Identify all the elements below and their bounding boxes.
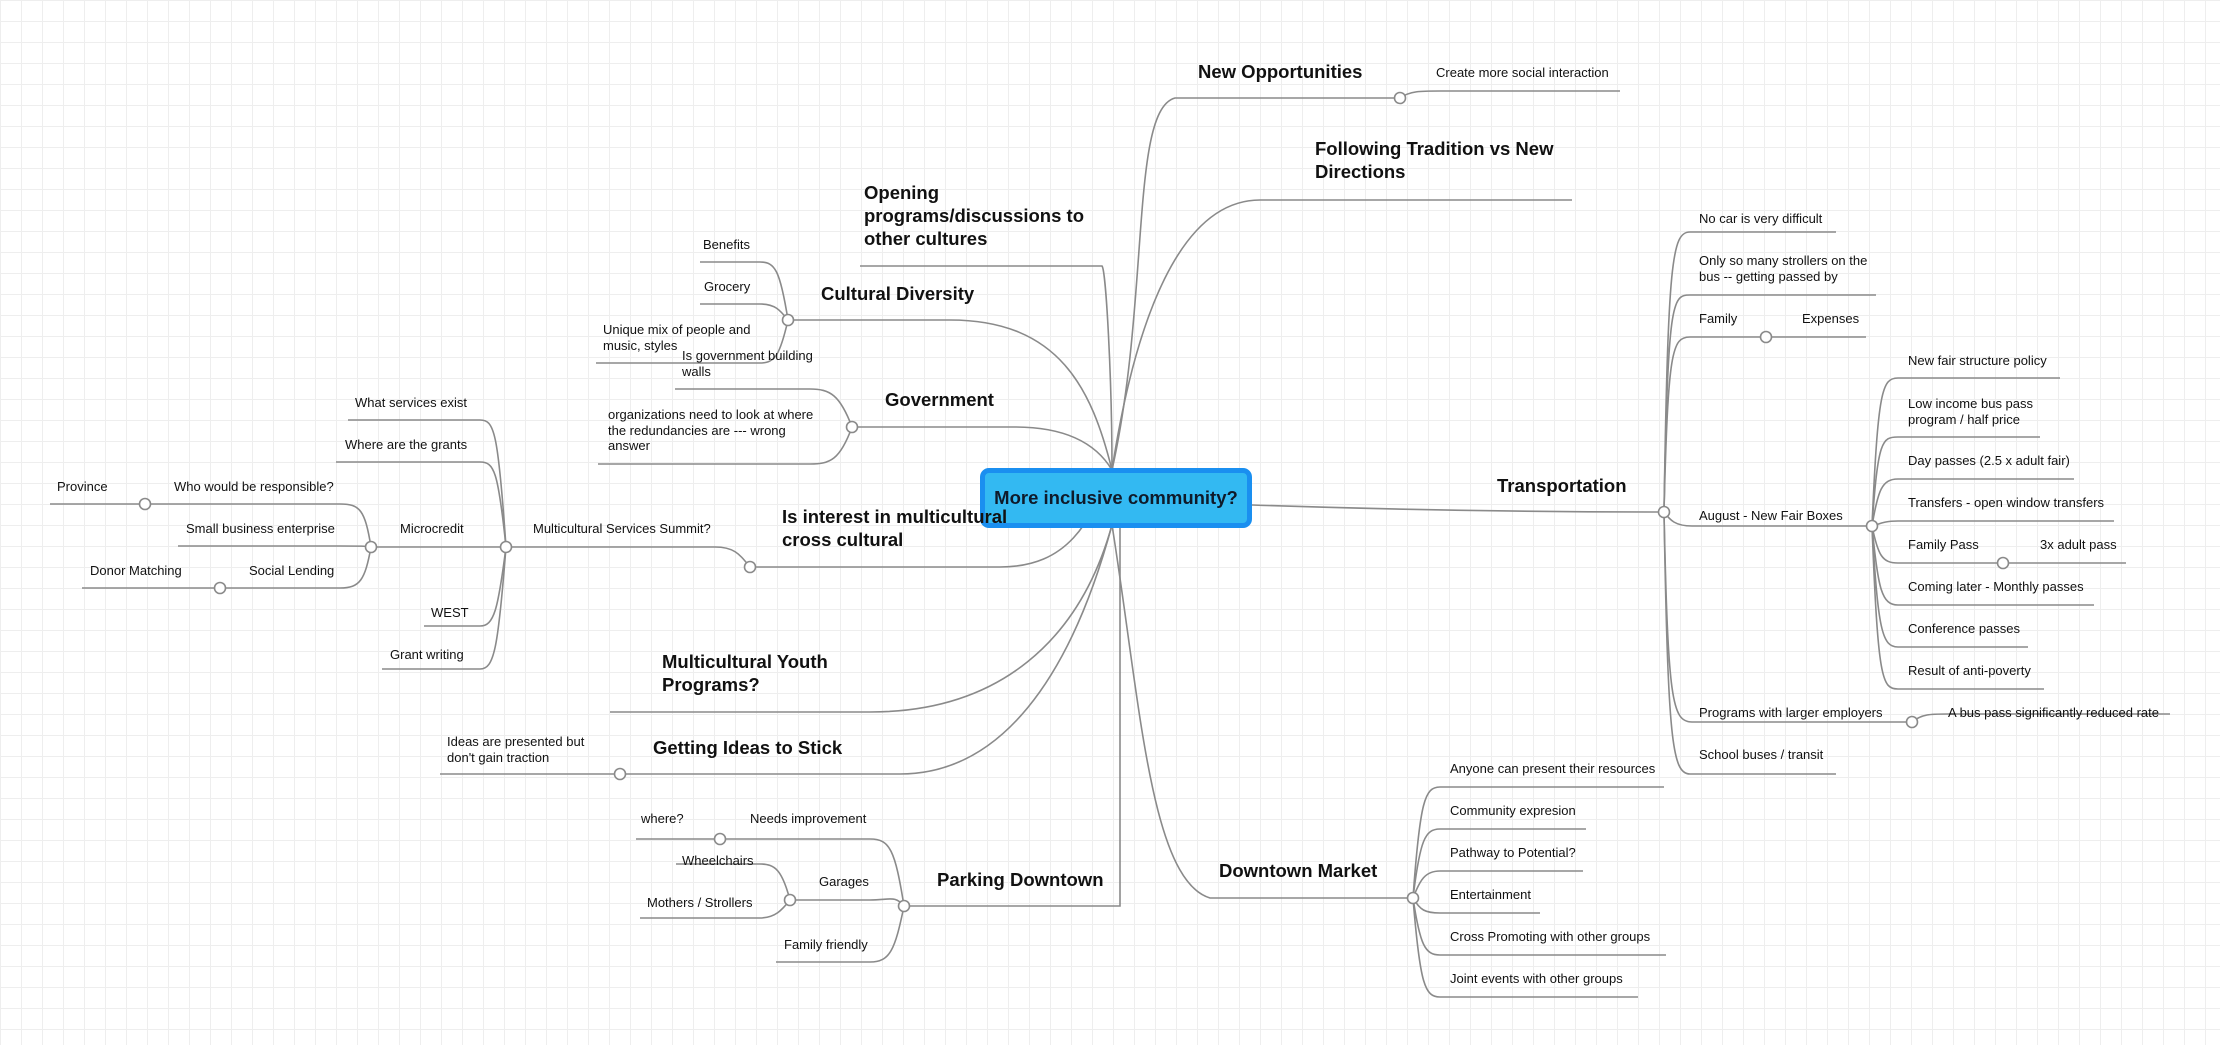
subtopic-province[interactable]: Province — [57, 479, 108, 494]
subtopic-garages[interactable]: Garages — [819, 874, 869, 889]
subtopic-day-passes[interactable]: Day passes (2.5 x adult fair) — [1908, 453, 2070, 468]
subtopic-services-summit[interactable]: Multicultural Services Summit? — [533, 521, 711, 536]
topic-following-tradition[interactable]: Following Tradition vs New Directions — [1315, 138, 1554, 183]
subtopic-expenses[interactable]: Expenses — [1802, 311, 1860, 326]
subtopic-wheelchairs[interactable]: Wheelchairs — [682, 853, 754, 868]
subtopic-grocery[interactable]: Grocery — [704, 279, 751, 294]
topic-transportation[interactable]: Transportation — [1497, 475, 1627, 496]
subtopic-needs-improvement[interactable]: Needs improvement — [750, 811, 867, 826]
subtopic-anti-poverty[interactable]: Result of anti-poverty — [1908, 663, 2031, 678]
subtopic-monthly-passes[interactable]: Coming later - Monthly passes — [1908, 579, 2084, 594]
subtopic-entertainment[interactable]: Entertainment — [1450, 887, 1531, 902]
subtopic-bus-pass-rate[interactable]: A bus pass significantly reduced rate — [1948, 705, 2160, 720]
subtopic-building-walls[interactable]: Is government building walls — [682, 348, 813, 379]
subtopic-mothers-strollers[interactable]: Mothers / Strollers — [647, 895, 753, 910]
subtopic-cross-promoting[interactable]: Cross Promoting with other groups — [1450, 929, 1651, 944]
subtopic-small-business[interactable]: Small business enterprise — [186, 521, 335, 536]
subtopic-adult-pass[interactable]: 3x adult pass — [2040, 537, 2117, 552]
subtopic-conference-passes[interactable]: Conference passes — [1908, 621, 2021, 636]
topic-new-opportunities[interactable]: New Opportunities — [1198, 61, 1363, 82]
topic-parking-downtown[interactable]: Parking Downtown — [937, 869, 1104, 890]
subtopic-family[interactable]: Family — [1699, 311, 1738, 326]
subtopic-services-exist[interactable]: What services exist — [355, 395, 467, 410]
subtopic-school-buses[interactable]: School buses / transit — [1699, 747, 1824, 762]
subtopic-ideas-presented[interactable]: Ideas are presented but don't gain tract… — [447, 734, 585, 765]
subtopic-fair-policy[interactable]: New fair structure policy — [1908, 353, 2047, 368]
subtopic-pathway-potential[interactable]: Pathway to Potential? — [1450, 845, 1576, 860]
subtopic-west[interactable]: WEST — [431, 605, 469, 620]
topic-government[interactable]: Government — [885, 389, 994, 410]
subtopic-low-income-pass[interactable]: Low income bus pass program / half price — [1908, 396, 2034, 427]
subtopic-transfers[interactable]: Transfers - open window transfers — [1908, 495, 2105, 510]
subtopic-family-pass[interactable]: Family Pass — [1908, 537, 1979, 552]
subtopic-who-responsible[interactable]: Who would be responsible? — [174, 479, 334, 494]
topic-downtown-market[interactable]: Downtown Market — [1219, 860, 1378, 881]
subtopic-organizations-redundancies[interactable]: organizations need to look at where the … — [608, 407, 814, 453]
topic-getting-ideas[interactable]: Getting Ideas to Stick — [653, 737, 843, 758]
subtopic-august-fair-boxes[interactable]: August - New Fair Boxes — [1699, 508, 1843, 523]
subtopic-where-grants[interactable]: Where are the grants — [345, 437, 468, 452]
subtopic-strollers[interactable]: Only so many strollers on the bus -- get… — [1699, 253, 1868, 284]
subtopic-community-expresion[interactable]: Community expresion — [1450, 803, 1576, 818]
subtopic-family-friendly[interactable]: Family friendly — [784, 937, 868, 952]
subtopic-where[interactable]: where? — [641, 811, 684, 826]
subtopic-joint-events[interactable]: Joint events with other groups — [1450, 971, 1623, 986]
subtopic-no-car[interactable]: No car is very difficult — [1699, 211, 1823, 226]
subtopic-create-social[interactable]: Create more social interaction — [1436, 65, 1609, 80]
topic-cultural-diversity[interactable]: Cultural Diversity — [821, 283, 975, 304]
subtopic-social-lending[interactable]: Social Lending — [249, 563, 335, 578]
subtopic-microcredit[interactable]: Microcredit — [400, 521, 464, 536]
central-topic[interactable]: More inclusive community? — [980, 468, 1252, 528]
subtopic-benefits[interactable]: Benefits — [703, 237, 750, 252]
subtopic-grant-writing[interactable]: Grant writing — [390, 647, 464, 662]
topic-opening-programs[interactable]: Opening programs/discussions to other cu… — [864, 182, 1084, 250]
subtopic-larger-employers[interactable]: Programs with larger employers — [1699, 705, 1883, 720]
subtopic-present-resources[interactable]: Anyone can present their resources — [1450, 761, 1656, 776]
subtopic-unique-mix[interactable]: Unique mix of people and music, styles — [603, 322, 751, 353]
topic-interest-multicultural[interactable]: Is interest in multicultural cross cultu… — [782, 506, 1008, 551]
topic-youth-programs[interactable]: Multicultural Youth Programs? — [662, 651, 828, 696]
subtopic-donor-matching[interactable]: Donor Matching — [90, 563, 182, 578]
